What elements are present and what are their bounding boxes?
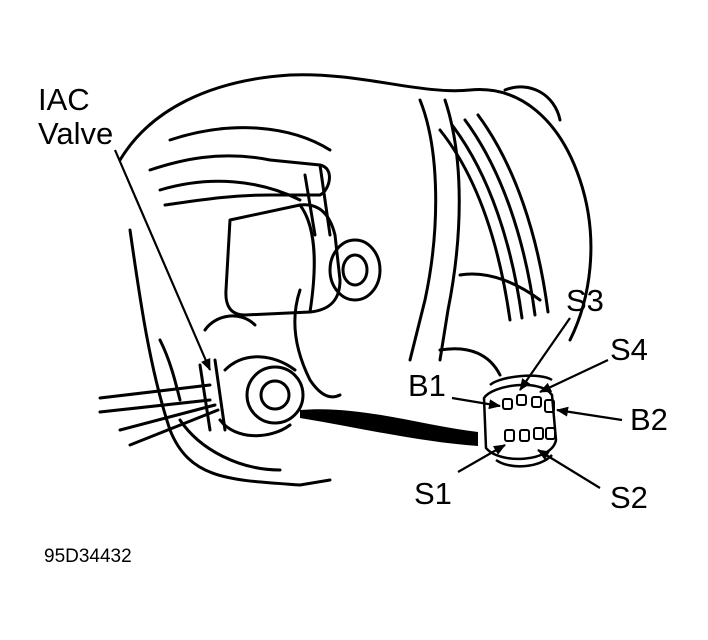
pin-label-s1: S1 [414,476,452,511]
figure-id-code: 95D34432 [44,546,132,567]
pin-label-s4: S4 [610,332,648,367]
pin-b2 [544,399,555,413]
pin-label-b1: B1 [408,368,446,403]
iac-valve-leader [113,149,212,371]
vertical-pipe [408,98,438,362]
pin-s4 [531,396,542,408]
connector-pointer-arrow [300,409,478,446]
s2-leader [537,449,601,489]
pin-s3 [516,394,527,406]
s4-leader [539,359,609,393]
b2-leader [556,406,623,422]
iac-valve-label-line1: IAC [38,82,90,117]
b1-leader [451,396,501,410]
pin-s1 [504,429,515,442]
engine-outline [118,73,593,342]
iac-valve-label-line2: Valve [38,116,114,151]
s1-leader [457,444,506,473]
throttle-body [224,203,342,317]
iac-valve-body [245,365,305,425]
connector-housing [482,383,558,461]
pin-label-b2: B2 [630,402,668,437]
probe-lead [98,383,212,400]
pin-label-s2: S2 [610,480,648,515]
pin-label-s3: S3 [566,283,604,318]
wiring-harness [438,128,512,322]
pin-b1 [502,398,513,410]
connector-pins [502,394,556,442]
upper-hose [148,154,331,207]
s3-leader [519,317,571,391]
pin-s2 [519,429,530,442]
